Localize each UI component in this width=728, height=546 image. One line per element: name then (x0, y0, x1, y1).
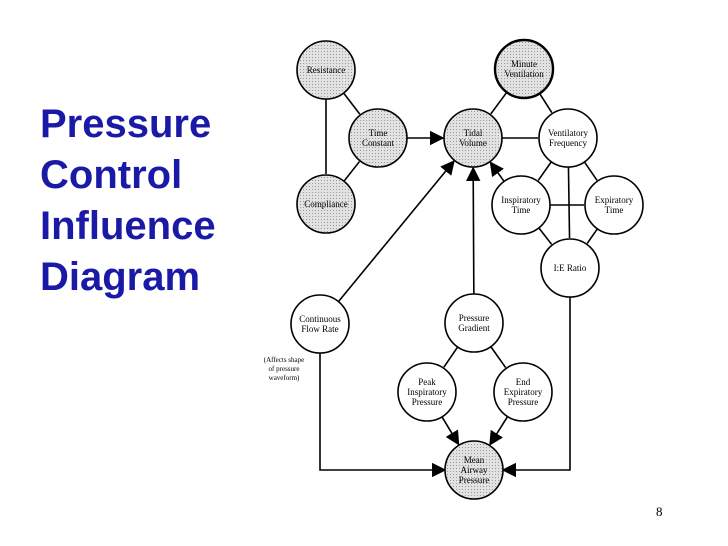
nodes-layer: ResistanceTimeConstantComplianceMinuteVe… (290, 38, 644, 500)
node-label: Expiratory (595, 195, 634, 205)
node-label: Peak (418, 377, 436, 387)
node-compliance: Compliance (296, 174, 356, 234)
node-label: End (516, 377, 531, 387)
node-label: Flow Rate (301, 324, 338, 334)
node-label: Expiratory (504, 387, 543, 397)
node-circle (584, 175, 644, 235)
node-circle (444, 293, 504, 353)
node-label: Pressure (508, 397, 539, 407)
edge-inspiratory-time-to-tidal-volume (489, 161, 505, 182)
slide-title-line-1: Pressure (40, 102, 212, 146)
node-label: I:E Ratio (554, 263, 587, 273)
node-label: Pressure (459, 313, 490, 323)
node-label: Airway (461, 465, 488, 475)
node-label: Gradient (458, 323, 490, 333)
node-label: Compliance (304, 199, 348, 209)
waveform-note: (Affects shape (264, 356, 305, 364)
node-label: Pressure (459, 475, 490, 485)
slide-title-line-3: Influence (40, 204, 216, 248)
edge-continuous-flow-rate-to-mean-airway-pressure (319, 353, 447, 478)
edge-minute-ventilation-to-ventilatory-frequency (538, 93, 553, 114)
slide-title-line-4: Diagram (40, 255, 201, 299)
node-circle (540, 238, 600, 298)
node-circle (444, 440, 504, 500)
edge-pressure-gradient-to-end-expiratory-pressure (490, 346, 507, 369)
node-circle (296, 40, 356, 100)
edge-compliance-to-time-constant (343, 161, 361, 182)
node-label: Pressure (412, 397, 443, 407)
node-circle (443, 108, 503, 168)
page-number: 8 (656, 504, 663, 519)
node-label: Constant (362, 138, 395, 148)
edge-end-expiratory-pressure-to-mean-airway-pressure (489, 416, 509, 446)
edges-layer (319, 91, 599, 478)
edge-expiratory-time-to-ie-ratio (586, 228, 599, 244)
node-label: Ventilation (504, 69, 544, 79)
node-circle (397, 362, 457, 422)
node-label: Inspiratory (407, 387, 447, 397)
edge-pressure-gradient-to-tidal-volume (466, 166, 481, 295)
node-label: Volume (459, 138, 487, 148)
node-label: Continuous (299, 314, 341, 324)
edge-inspiratory-time-to-ie-ratio (538, 227, 553, 245)
node-label: Time (605, 205, 624, 215)
node-circle (538, 108, 598, 168)
waveform-note: of pressure (269, 365, 300, 373)
node-circle (296, 174, 356, 234)
edge-pressure-gradient-to-peak-inspiratory-pressure (443, 346, 459, 368)
node-label: Minute (511, 59, 537, 69)
node-circle (290, 294, 350, 354)
node-circle (348, 108, 408, 168)
edge-resistance-to-time-constant (342, 92, 361, 115)
edge-minute-ventilation-to-tidal-volume (490, 91, 508, 115)
node-label: Ventilatory (548, 128, 588, 138)
node-label: Resistance (307, 65, 346, 75)
node-label: Tidal (464, 128, 483, 138)
node-circle (493, 38, 555, 100)
slide-title-line-2: Control (40, 153, 183, 197)
node-label: Time (369, 128, 388, 138)
edge-ventilatory-frequency-to-expiratory-time (583, 161, 598, 181)
waveform-note: waveform) (269, 374, 300, 382)
node-circle (491, 175, 551, 235)
edge-ventilatory-frequency-to-ie-ratio (567, 166, 571, 239)
node-resistance: Resistance (296, 40, 356, 100)
edge-ventilatory-frequency-to-inspiratory-time (537, 161, 553, 181)
node-circle (493, 362, 553, 422)
edge-continuous-flow-rate-to-tidal-volume (337, 160, 455, 303)
node-label: Time (512, 205, 531, 215)
node-label: Inspiratory (501, 195, 541, 205)
edge-ie-ratio-to-mean-airway-pressure (501, 297, 571, 478)
node-label: Mean (464, 455, 485, 465)
node-label: Frequency (549, 138, 587, 148)
edge-peak-inspiratory-pressure-to-mean-airway-pressure (441, 416, 460, 446)
node-ie-ratio: I:E Ratio (540, 238, 600, 298)
